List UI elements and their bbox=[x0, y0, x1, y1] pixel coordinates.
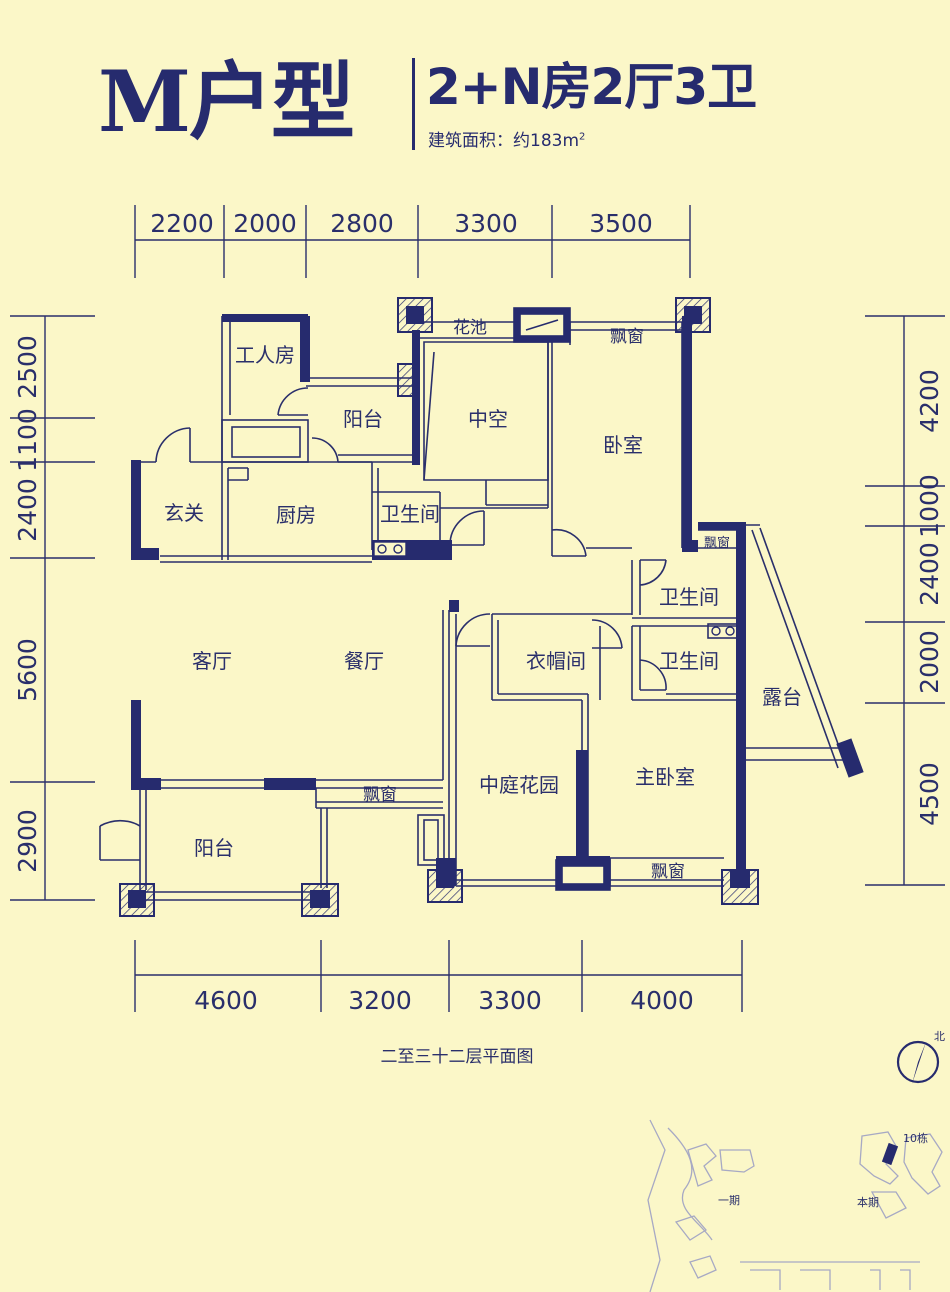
dim-top-2: 2000 bbox=[233, 209, 297, 238]
dim-left-3: 2400 bbox=[13, 478, 42, 542]
label-bay-mid: 飘窗 bbox=[363, 785, 397, 805]
feature-labels: 花池 飘窗 飘窗 飘窗 bbox=[363, 318, 685, 882]
room-balcony-lower: 阳台 bbox=[194, 836, 234, 860]
dimension-labels: 2200 2000 2800 3300 3500 4600 3200 3300 … bbox=[13, 209, 944, 1015]
site-map bbox=[647, 1119, 943, 1292]
site-map-building-marker bbox=[881, 1142, 899, 1166]
room-cloakroom: 衣帽间 bbox=[526, 649, 586, 673]
room-kitchen: 厨房 bbox=[276, 503, 316, 527]
structural-walls bbox=[131, 314, 864, 890]
label-bay-bottom: 飘窗 bbox=[651, 862, 685, 882]
room-atrium: 中空 bbox=[468, 407, 508, 431]
interior-lines bbox=[99, 316, 847, 901]
room-master-bedroom: 主卧室 bbox=[635, 765, 695, 789]
dim-top-4: 3300 bbox=[454, 209, 518, 238]
ac-units bbox=[513, 307, 611, 891]
floor-caption: 二至三十二层平面图 bbox=[381, 1047, 534, 1067]
title-divider bbox=[412, 58, 415, 150]
dim-right-4: 2000 bbox=[915, 630, 944, 694]
dim-top-3: 2800 bbox=[330, 209, 394, 238]
label-planter: 花池 bbox=[453, 318, 487, 338]
dimension-lines bbox=[10, 205, 945, 1012]
label-bay-small: 飘窗 bbox=[704, 535, 730, 551]
site-building: 10栋 bbox=[903, 1131, 928, 1145]
dim-right-2: 1000 bbox=[915, 474, 944, 538]
room-config-title: 2+N房2厅3卫 bbox=[426, 58, 757, 116]
unit-type-title: M户型 bbox=[98, 52, 355, 151]
room-foyer: 玄关 bbox=[164, 501, 204, 525]
room-living: 客厅 bbox=[192, 649, 232, 673]
dim-bottom-1: 4600 bbox=[194, 986, 258, 1015]
north-label: 北 bbox=[934, 1030, 945, 1043]
dim-right-1: 4200 bbox=[915, 369, 944, 433]
dim-bottom-3: 3300 bbox=[478, 986, 542, 1015]
dim-left-1: 2500 bbox=[13, 335, 42, 399]
room-courtyard-garden: 中庭花园 bbox=[479, 773, 559, 797]
fixtures bbox=[373, 541, 735, 636]
room-bathroom-1: 卫生间 bbox=[380, 502, 440, 526]
structural-columns bbox=[119, 297, 759, 917]
area-superscript: 2 bbox=[579, 131, 586, 143]
room-labels: 工人房 阳台 中空 卧室 玄关 厨房 卫生间 卫生间 卫生间 客厅 餐厅 衣帽间… bbox=[164, 343, 802, 860]
building-area-text: 建筑面积：约183m bbox=[428, 131, 580, 151]
site-map-labels: 10栋 一期 本期 bbox=[718, 1131, 928, 1209]
site-phase-one: 一期 bbox=[718, 1194, 740, 1207]
dim-bottom-4: 4000 bbox=[630, 986, 694, 1015]
dim-left-4: 5600 bbox=[13, 638, 42, 702]
room-balcony-upper: 阳台 bbox=[343, 407, 383, 431]
dim-left-5: 2900 bbox=[13, 809, 42, 873]
dim-right-3: 2400 bbox=[915, 542, 944, 606]
dim-right-5: 4500 bbox=[915, 762, 944, 826]
north-compass-icon: 北 bbox=[896, 1030, 945, 1084]
dim-top-1: 2200 bbox=[150, 209, 214, 238]
dim-bottom-2: 3200 bbox=[348, 986, 412, 1015]
room-worker: 工人房 bbox=[235, 343, 295, 367]
room-bathroom-2: 卫生间 bbox=[659, 585, 719, 609]
room-bathroom-3: 卫生间 bbox=[659, 649, 719, 673]
dim-left-2: 1100 bbox=[13, 408, 42, 472]
dim-top-5: 3500 bbox=[589, 209, 653, 238]
site-this-phase: 本期 bbox=[857, 1195, 879, 1209]
label-bay-top: 飘窗 bbox=[610, 327, 644, 347]
building-area: 建筑面积：约183m2 bbox=[428, 126, 585, 151]
room-bedroom: 卧室 bbox=[603, 433, 643, 457]
room-dining: 餐厅 bbox=[344, 649, 384, 673]
room-terrace: 露台 bbox=[762, 685, 802, 709]
